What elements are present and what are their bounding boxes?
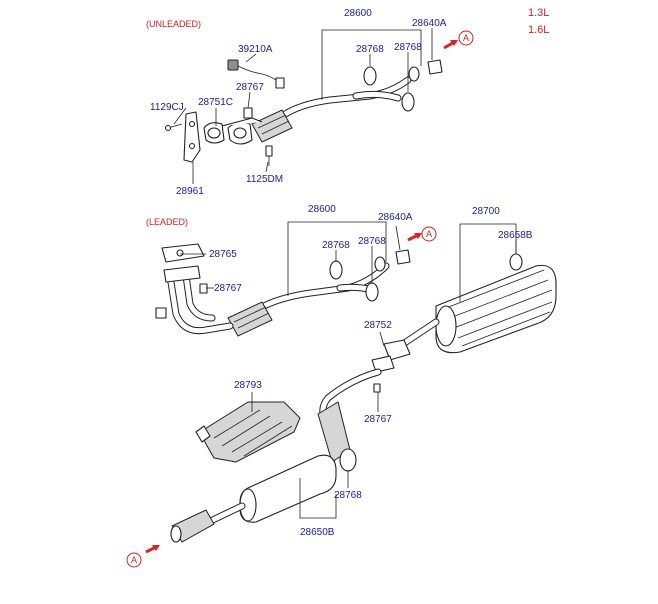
reference-marker-mid: A [421, 226, 437, 242]
callout-28640a-mid: 28640A [378, 212, 413, 223]
callout-28768-top-b: 28768 [394, 42, 422, 53]
callout-28767-low: 28767 [364, 414, 392, 425]
center-muffler-assembly [145, 368, 382, 554]
callout-28600-top: 28600 [344, 8, 372, 19]
main-muffler-assembly [371, 253, 557, 373]
callout-28765: 28765 [209, 249, 237, 260]
callout-28658b: 28658B [498, 230, 533, 241]
callout-28961: 28961 [176, 186, 204, 197]
svg-text:A: A [463, 33, 469, 43]
svg-text:A: A [131, 555, 137, 565]
callout-1125dm: 1125DM [246, 174, 283, 185]
callout-28793: 28793 [234, 380, 262, 391]
unleaded-section-label: (UNLEADED) [146, 19, 201, 29]
callout-28640a-top: 28640A [412, 18, 447, 29]
leader-lines [173, 28, 517, 519]
heat-shield [195, 401, 301, 463]
callout-28600-mid: 28600 [308, 204, 336, 215]
svg-text:A: A [426, 229, 432, 239]
unleaded-front-pipe-assembly [164, 39, 458, 166]
callout-28752: 28752 [364, 320, 392, 331]
callout-28700: 28700 [472, 206, 500, 217]
callout-28768-mid-b: 28768 [358, 236, 386, 247]
callout-28767-mid: 28767 [214, 283, 242, 294]
callout-39210a: 39210A [238, 44, 273, 55]
callout-28768-mid-a: 28768 [322, 240, 350, 251]
callout-28751c: 28751C [198, 97, 233, 108]
reference-marker-top: A [458, 30, 474, 46]
engine-version-1-6: 1.6L [528, 24, 549, 36]
callout-28768-low: 28768 [334, 490, 362, 501]
leaded-section-label: (LEADED) [146, 217, 188, 227]
reference-marker-bottom: A [126, 552, 142, 568]
leaded-front-pipe-assembly [155, 232, 422, 337]
callout-28650b: 28650B [300, 527, 335, 538]
callout-28768-top-a: 28768 [356, 44, 384, 55]
callout-1129cj: 1129CJ [150, 102, 184, 113]
callout-28767-top: 28767 [236, 82, 264, 93]
engine-version-1-3: 1.3L [528, 7, 549, 19]
